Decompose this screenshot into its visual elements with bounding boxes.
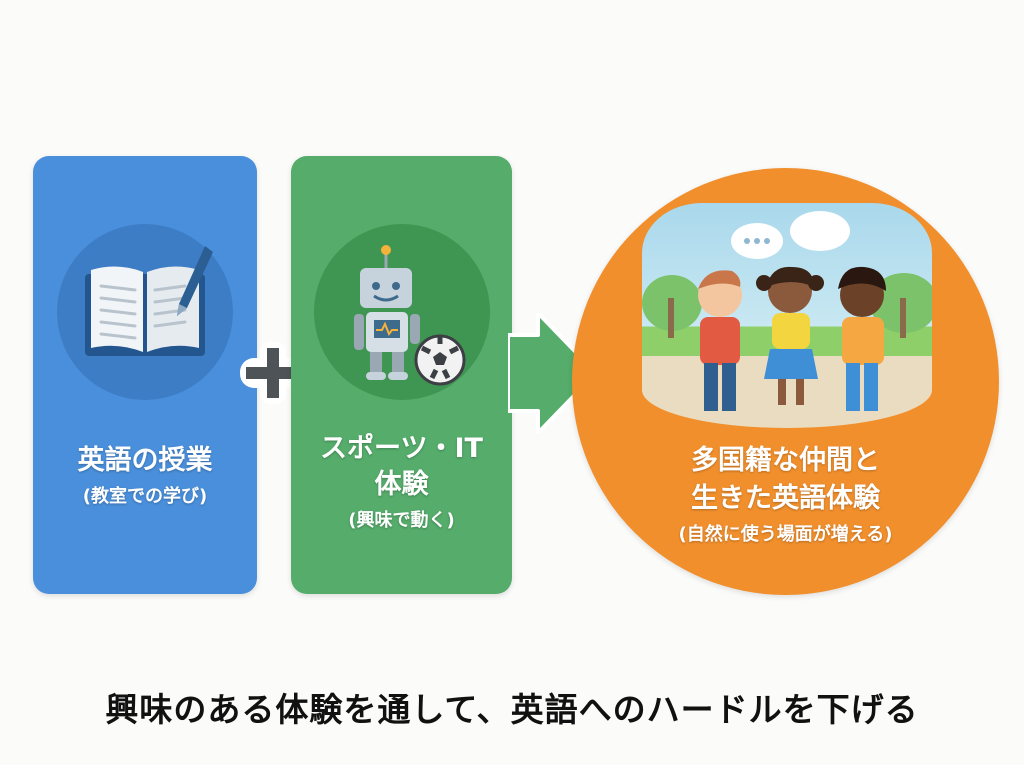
bottom-caption: 興味のある体験を通して、英語へのハードルを下げる [105, 690, 919, 729]
sports-it-subtitle: (興味で動く) [348, 510, 455, 531]
plus-icon [240, 342, 306, 404]
robot-icon-circle [313, 224, 490, 400]
result-circle: 多国籍な仲間と 生きた英語体験 (自然に使う場面が増える) [572, 168, 999, 595]
sports-it-title-line2: 体験 [374, 469, 429, 500]
result-subtitle: (自然に使う場面が増える) [678, 524, 893, 545]
classroom-title: 英語の授業 [77, 445, 213, 476]
arrow-right-icon [508, 313, 598, 433]
robot-with-soccer-ball-icon [353, 245, 465, 386]
result-title-line2: 生きた英語体験 [691, 483, 880, 514]
classroom-card: 英語の授業 (教室での学び) [33, 156, 257, 594]
classroom-subtitle: (教室での学び) [82, 486, 208, 507]
park-scene [642, 211, 932, 411]
children-talking-illustration [642, 203, 932, 428]
book-icon-circle [57, 224, 233, 400]
sports-it-title-line1: スポーツ・IT [320, 433, 483, 464]
book-with-pen-icon [85, 246, 213, 356]
result-title-line1: 多国籍な仲間と [691, 445, 880, 476]
sports-it-card: スポーツ・IT 体験 (興味で動く) [291, 156, 512, 594]
